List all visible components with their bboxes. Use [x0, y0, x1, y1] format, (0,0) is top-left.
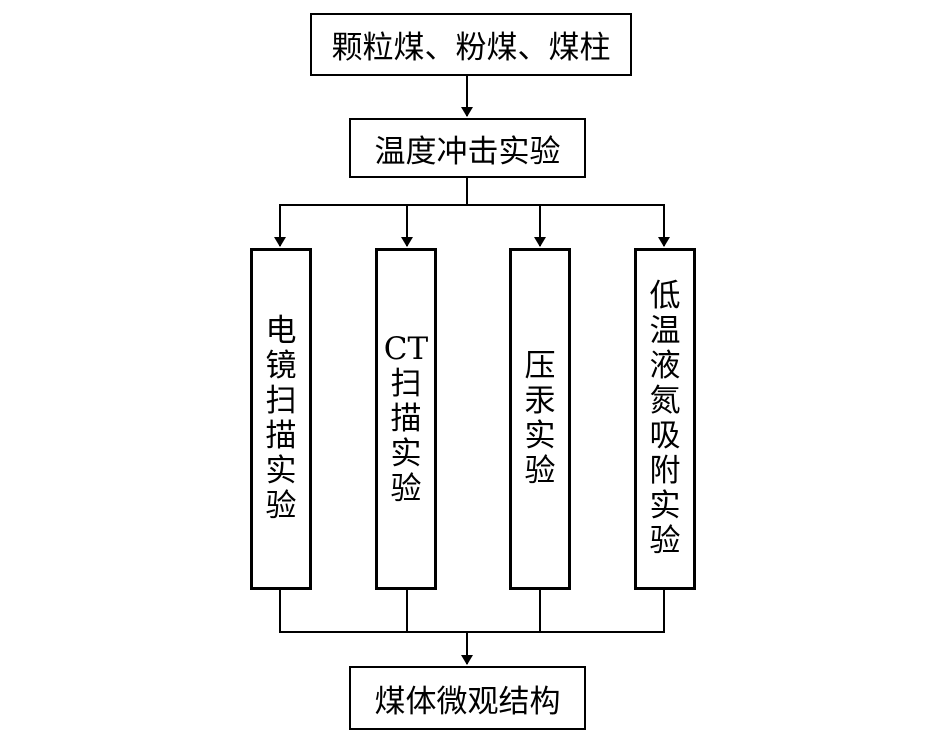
experiment-2-char: 扫 — [390, 365, 422, 402]
experiment-1-char: 镜 — [265, 348, 297, 384]
experiment-4-char: 低 — [649, 278, 681, 314]
experiment-4-char: 液 — [649, 348, 681, 384]
experiment-1-char: 电 — [265, 313, 297, 349]
experiment-4-char: 实 — [649, 488, 681, 524]
experiment-2-char: 实 — [390, 435, 422, 472]
experiment-box-3: 压 汞 实 验 — [509, 248, 571, 590]
experiment-3-char: 实 — [524, 418, 556, 454]
experiment-1-char: 验 — [265, 488, 297, 524]
experiment-3-char: 压 — [524, 348, 556, 384]
experiment-3-char: 汞 — [524, 383, 556, 419]
bottom-box: 煤体微观结构 — [349, 666, 586, 730]
second-box-label: 温度冲击实验 — [374, 133, 561, 170]
experiment-2-char: 验 — [390, 470, 422, 507]
top-box-label: 颗粒煤、粉煤、煤柱 — [331, 30, 611, 66]
experiment-1-char: 扫 — [265, 383, 297, 419]
experiment-box-2: CT 扫 描 实 验 — [375, 248, 437, 590]
experiment-1-char: 描 — [265, 418, 297, 454]
experiment-box-1: 电 镜 扫 描 实 验 — [250, 248, 312, 590]
experiment-4-char: 附 — [649, 453, 681, 489]
experiment-2-char: 描 — [390, 400, 422, 437]
experiment-4-char: 验 — [649, 523, 681, 559]
experiment-2-char: CT — [383, 330, 429, 367]
experiment-4-char: 吸 — [649, 418, 681, 454]
second-box: 温度冲击实验 — [349, 118, 586, 178]
experiment-1-char: 实 — [265, 453, 297, 489]
top-box: 颗粒煤、粉煤、煤柱 — [310, 13, 632, 76]
experiment-box-4: 低 温 液 氮 吸 附 实 验 — [634, 248, 696, 590]
bottom-box-label: 煤体微观结构 — [374, 683, 561, 720]
experiment-4-char: 氮 — [649, 383, 681, 419]
experiment-3-char: 验 — [524, 453, 556, 489]
experiment-4-char: 温 — [649, 313, 681, 349]
